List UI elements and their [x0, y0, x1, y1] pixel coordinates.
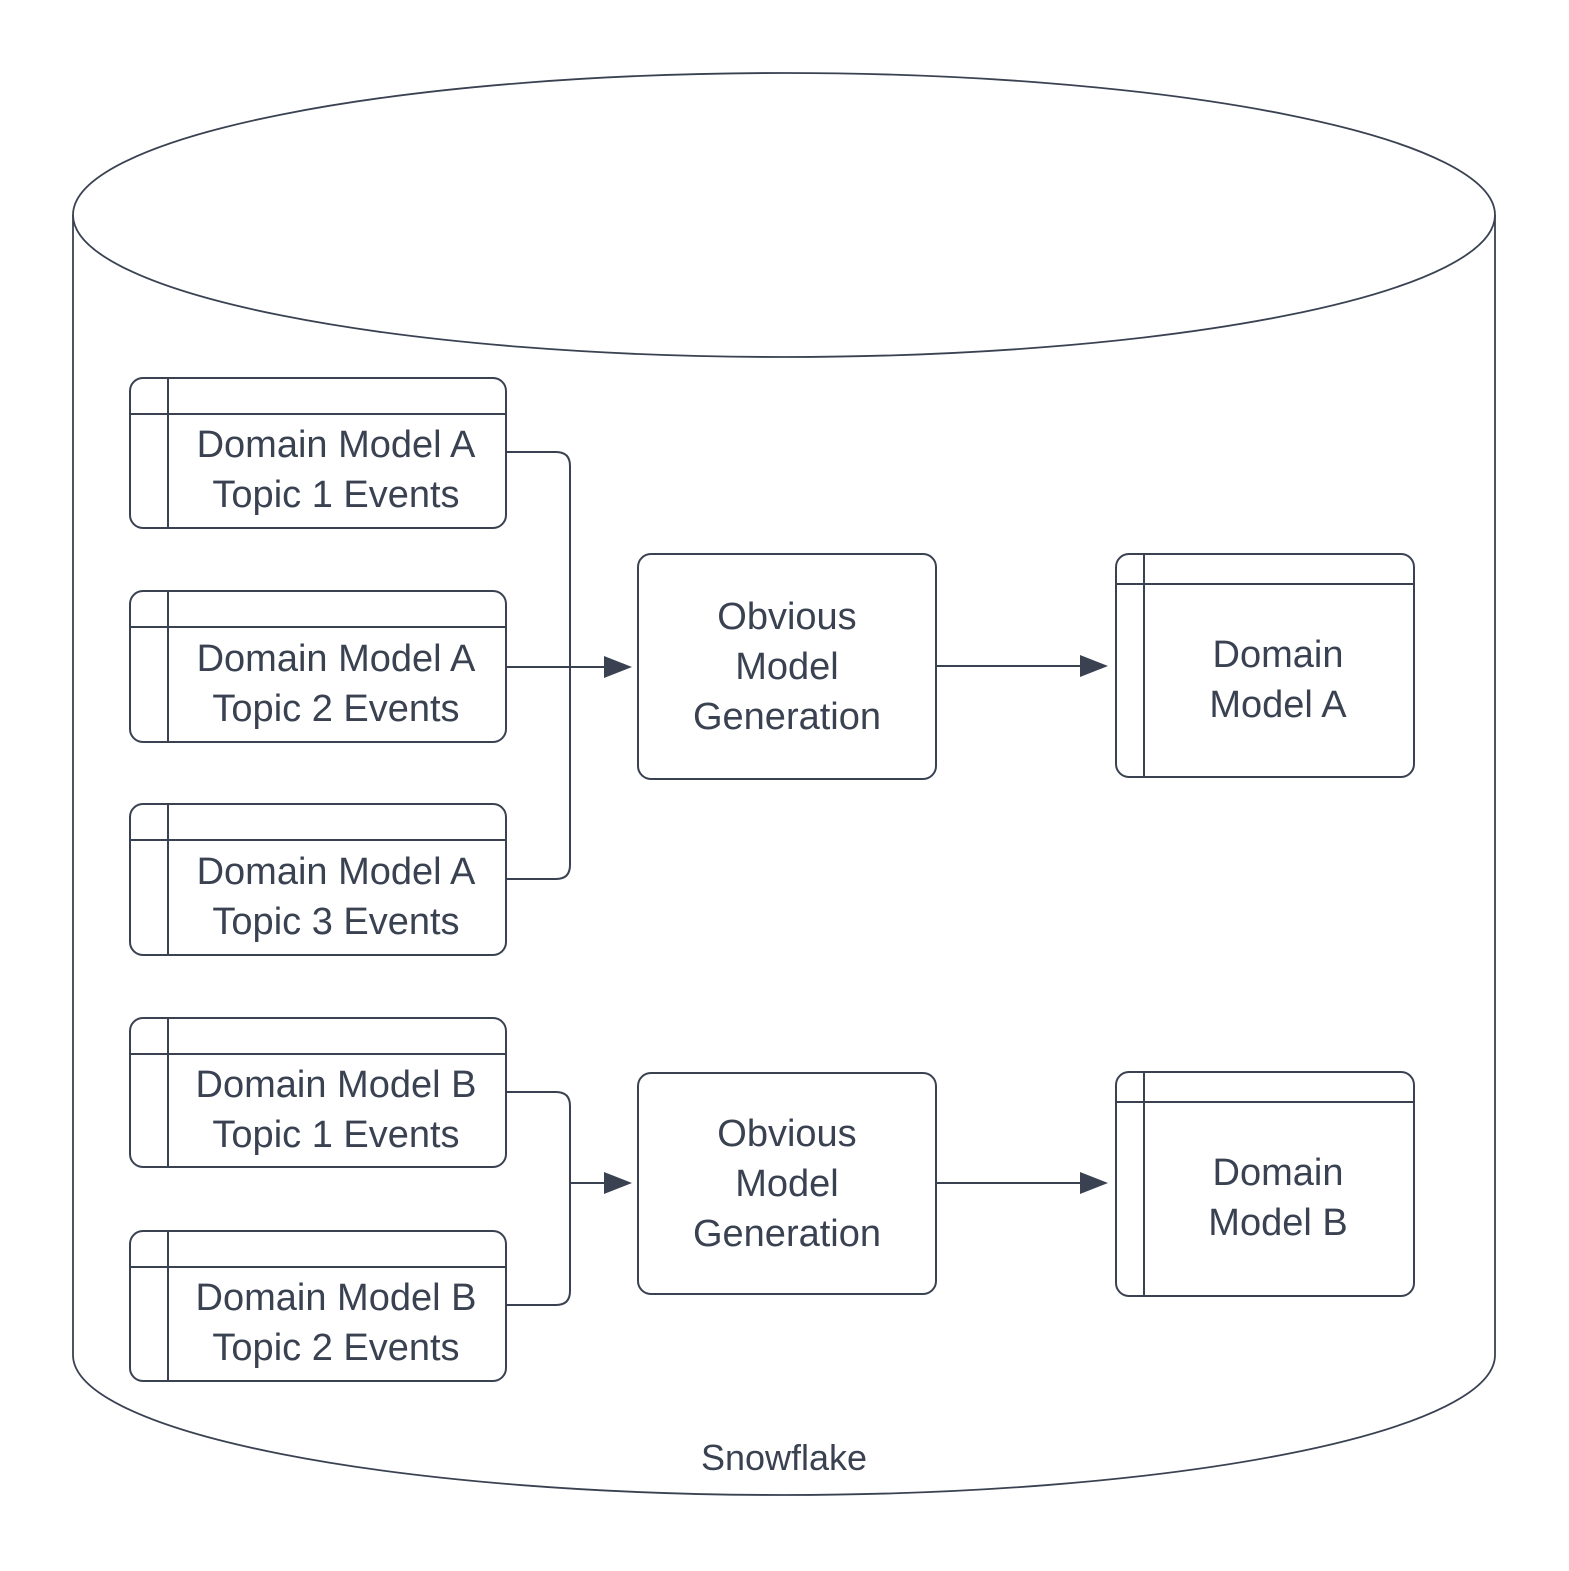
- arrowhead-into-domain-model-b: [1080, 1172, 1108, 1194]
- table-column-divider: [167, 592, 169, 741]
- connector-b-topic1-to-bus: [507, 1091, 571, 1183]
- table-header-divider: [131, 839, 505, 841]
- table-label: Domain Model B Topic 1 Events: [195, 1063, 477, 1156]
- process-obvious-model-generation-b: Obvious Model Generation: [637, 1072, 937, 1295]
- arrowhead-into-omg-b: [604, 1172, 632, 1194]
- table-header-divider: [131, 626, 505, 628]
- table-column-divider: [167, 379, 169, 527]
- table-column-divider: [1143, 555, 1145, 776]
- table-header-divider: [131, 1053, 505, 1055]
- table-domain-model-a: Domain Model A: [1115, 553, 1415, 778]
- process-label: Obvious Model Generation: [692, 1112, 881, 1255]
- table-column-divider: [1143, 1073, 1145, 1295]
- table-domain-model-b-topic-2-events: Domain Model B Topic 2 Events: [129, 1230, 507, 1382]
- table-domain-model-b-topic-1-events: Domain Model B Topic 1 Events: [129, 1017, 507, 1168]
- table-label: Domain Model A: [1209, 633, 1347, 726]
- cylinder-body: [72, 215, 1496, 1496]
- cylinder-label-snowflake: Snowflake: [700, 1437, 868, 1478]
- table-label: Domain Model B Topic 2 Events: [195, 1277, 477, 1369]
- table-column-divider: [167, 1232, 169, 1380]
- table-column-divider: [167, 805, 169, 954]
- table-label: Domain Model A Topic 2 Events: [196, 637, 476, 730]
- table-header-divider: [1117, 583, 1413, 585]
- table-label: Domain Model B: [1208, 1152, 1348, 1244]
- connector-b-topic2-to-bus: [507, 1183, 571, 1306]
- table-header-divider: [1117, 1101, 1413, 1103]
- table-header-divider: [131, 413, 505, 415]
- table-domain-model-a-topic-1-events: Domain Model A Topic 1 Events: [129, 377, 507, 529]
- process-obvious-model-generation-a: Obvious Model Generation: [637, 553, 937, 780]
- connector-a-topic3-to-bus: [507, 667, 571, 880]
- table-label: Domain Model A Topic 3 Events: [196, 850, 476, 943]
- table-header-divider: [131, 1266, 505, 1268]
- table-domain-model-a-topic-3-events: Domain Model A Topic 3 Events: [129, 803, 507, 956]
- cylinder-top-ellipse: [72, 72, 1496, 358]
- table-domain-model-a-topic-2-events: Domain Model A Topic 2 Events: [129, 590, 507, 743]
- arrowhead-into-domain-model-a: [1080, 655, 1108, 677]
- table-domain-model-b: Domain Model B: [1115, 1071, 1415, 1297]
- table-column-divider: [167, 1019, 169, 1166]
- connector-a-topic1-to-bus: [507, 451, 571, 667]
- arrowhead-into-omg-a: [604, 656, 632, 678]
- process-label: Obvious Model Generation: [692, 595, 881, 738]
- table-label: Domain Model A Topic 1 Events: [196, 424, 476, 516]
